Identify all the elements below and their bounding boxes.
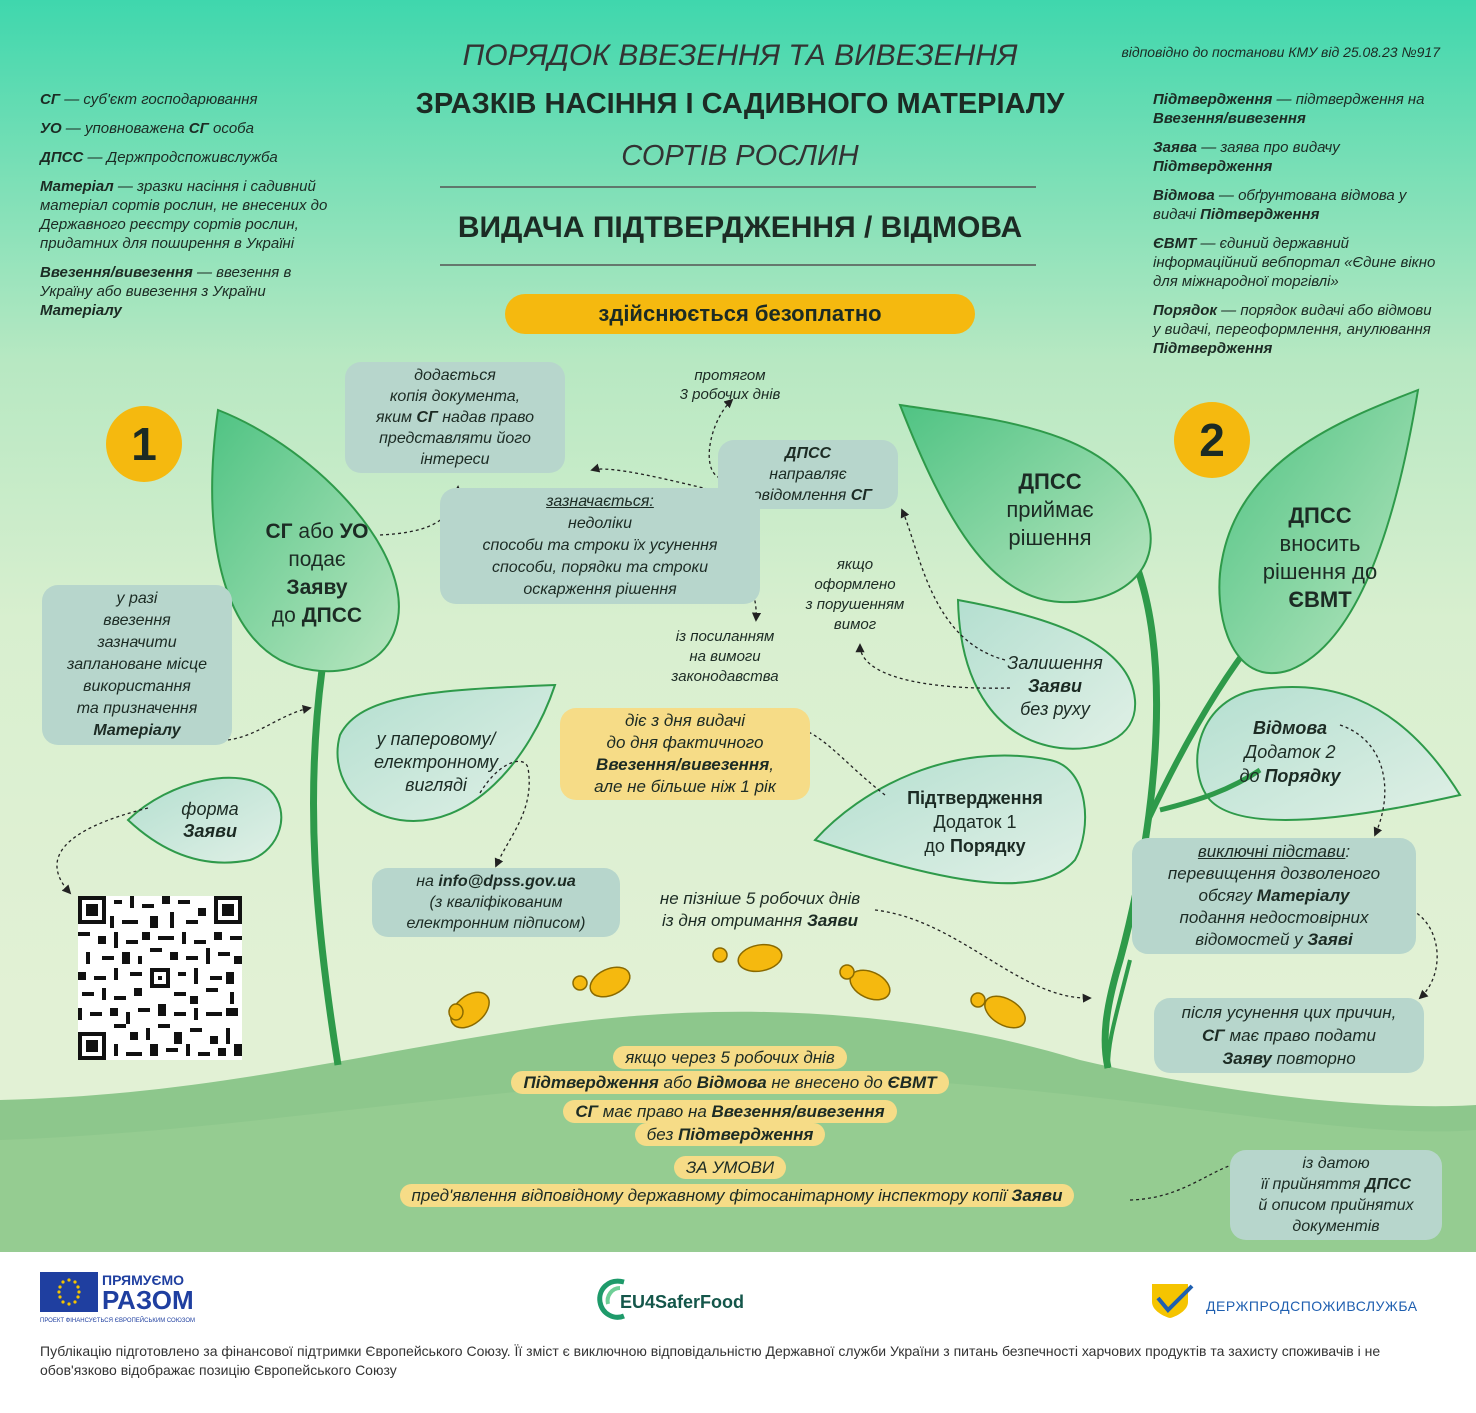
leaf-confirm-shape (813, 754, 1086, 885)
qr-code-icon (78, 896, 242, 1060)
left-stem (309, 669, 342, 1066)
dpss-logo: ДЕРЖПРОДСПОЖИВСЛУЖБА (1148, 1280, 1438, 1320)
notice-item: способи, порядки та строки (492, 559, 708, 576)
eu4saferfood-text: EU4SaferFood (620, 1292, 745, 1312)
regulation-note: відповідно до постанови КМУ від 25.08.23… (1121, 44, 1440, 60)
email-link[interactable]: info@dpss.gov.ua (438, 873, 576, 890)
exclusive-grounds: виключні підстави: перевищення дозволено… (1132, 838, 1416, 954)
eu-logo-main: РАЗОМ (102, 1285, 194, 1315)
leaf-refusal-shape (1196, 685, 1462, 821)
header-subtitle: ВИДАЧА ПІДТВЕРДЖЕННЯ / ВІДМОВА (457, 211, 1023, 244)
header-line1: ПОРЯДОК ВВЕЗЕННЯ ТА ВИВЕЗЕННЯ (462, 39, 1018, 72)
bottom-presentation: пред'явлення відповідному державному фіт… (342, 1184, 1132, 1207)
glossary-item: УО — уповноважена СГ особа (40, 120, 254, 137)
after-fix-note: після усунення цих причин, СГ має право … (1154, 998, 1424, 1073)
step-one-badge: 1 (106, 406, 182, 482)
notice-item: способи та строки їх усунення (482, 537, 718, 554)
bottom-conditions: якщо через 5 робочих днів Підтвердження … (480, 1046, 980, 1179)
glossary-left: СГ — суб'єкт господарювання УО — уповнов… (40, 90, 330, 330)
glossary-item: Підтвердження — підтвердження на Ввезенн… (1153, 91, 1425, 127)
eu4saferfood-icon (597, 1278, 625, 1320)
leaf-apply (211, 408, 400, 673)
footprints (448, 943, 1026, 1029)
glossary-item: Порядок — порядок видачі або відмови у в… (1153, 302, 1432, 357)
dpss-text: ДЕРЖПРОДСПОЖИВСЛУЖБА (1206, 1298, 1418, 1314)
glossary-right: Підтвердження — підтвердження на Ввезенн… (1153, 90, 1443, 368)
leaf-decision-shape (898, 403, 1152, 604)
notice-specified-list: зазначається: недоліки способи та строки… (440, 488, 760, 604)
dpss-shield-icon (1152, 1284, 1194, 1318)
leaf-evmt-shape (1218, 388, 1420, 674)
footer-disclaimer: Публікацію підготовлено за фінансової пі… (40, 1343, 1381, 1378)
glossary-item: Ввезення/вивезення — ввезення в Україну … (40, 264, 292, 319)
glossary-item: ЄВМТ — єдиний державний інформаційний ве… (1153, 235, 1436, 290)
header-line3: СОРТІВ РОСЛИН (621, 140, 859, 172)
step-two-badge: 2 (1174, 402, 1250, 478)
glossary-item: Заява — заява про видачу Підтвердження (1153, 139, 1340, 175)
leaf-form-shape (126, 776, 283, 864)
qr-code[interactable] (78, 896, 242, 1060)
eu4saferfood-logo: EU4SaferFood (594, 1276, 774, 1324)
free-badge: здійснюється безоплатно (505, 294, 975, 334)
leaf-paper-shape (336, 683, 557, 822)
notice-item: оскарження рішення (523, 581, 677, 598)
eu-logo-top: ПРЯМУЄМО (102, 1272, 184, 1288)
leaf-apply-text: СГ або УО подає Заяву до ДПСС (265, 520, 369, 627)
header-line2: ЗРАЗКІВ НАСІННЯ І САДИВНОГО МАТЕРІАЛУ (415, 88, 1065, 120)
eu-flag-icon (40, 1272, 98, 1312)
glossary-item: Матеріал — зразки насіння і садивний мат… (40, 178, 328, 252)
notice-item: недоліки (568, 515, 632, 532)
leaf-no-move-shape (956, 598, 1137, 750)
glossary-item: СГ — суб'єкт господарювання (40, 91, 258, 108)
eu-logo: ПРЯМУЄМО РАЗОМ ПРОЕКТ ФІНАНСУЄТЬСЯ ЄВРОП… (40, 1272, 210, 1326)
eu-logo-small: ПРОЕКТ ФІНАНСУЄТЬСЯ ЄВРОПЕЙСЬКИМ СОЮЗОМ (40, 1318, 196, 1324)
glossary-item: ДПСС — Держпродспоживслужба (40, 149, 278, 166)
glossary-item: Відмова — обґрунтована відмова у видачі … (1153, 187, 1407, 223)
